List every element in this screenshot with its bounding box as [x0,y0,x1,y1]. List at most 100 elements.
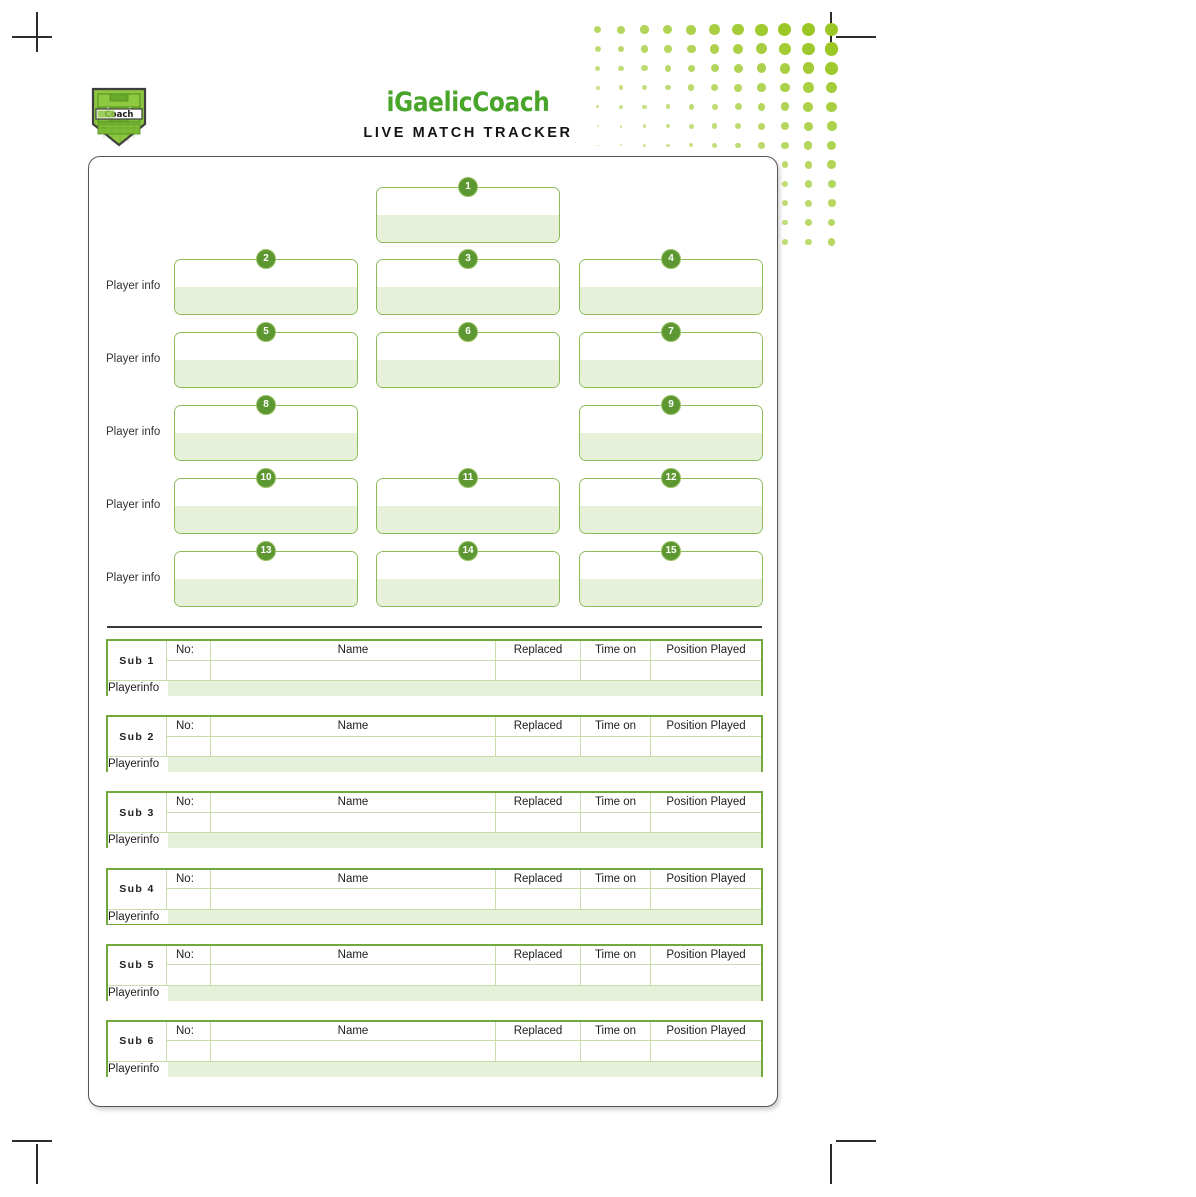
halftone-dot [665,124,670,129]
player-slot-info-field[interactable] [377,506,559,533]
sub-no-input[interactable] [167,965,210,985]
halftone-dot [734,103,742,111]
halftone-dot [779,62,791,74]
sub-replaced-input[interactable] [496,661,580,681]
sub-time-on-input[interactable] [581,737,650,757]
sub-position-input[interactable] [651,661,761,681]
substitute-player-info-band[interactable]: Playerinfo [108,908,761,925]
halftone-dot [801,42,815,56]
player-slot-info-field[interactable] [175,287,357,314]
halftone-dot [824,22,839,37]
player-slot-info-field[interactable] [580,360,762,387]
sub-position-input[interactable] [651,737,761,757]
player-slot-info-field[interactable] [175,579,357,606]
player-slot-info-field[interactable] [175,360,357,387]
halftone-dot [688,123,694,129]
halftone-dot [733,63,743,73]
sub-no-input[interactable] [167,737,210,757]
player-slot-info-field[interactable] [377,215,559,242]
player-slot-6[interactable] [376,332,560,388]
halftone-dot [827,199,836,208]
player-slot-info-field[interactable] [580,506,762,533]
player-slot-info-field[interactable] [580,287,762,314]
sub-name-input[interactable] [211,813,495,833]
sub-replaced-input[interactable] [496,737,580,757]
halftone-dot [735,142,741,149]
sub-time-on-input[interactable] [581,965,650,985]
halftone-dot [826,121,837,132]
halftone-dot [596,105,600,109]
player-info-label: Player info [106,572,161,584]
sub-name-header: Name [211,1022,495,1042]
sub-time-on-input[interactable] [581,661,650,681]
sub-time-on-input[interactable] [581,813,650,833]
crop-mark-top-left-horizontal [12,36,52,38]
sub-no-input[interactable] [167,661,210,681]
sub-name-input[interactable] [211,965,495,985]
sub-position-header: Position Played [651,1022,761,1042]
substitute-player-info-band[interactable]: Playerinfo [108,756,761,772]
halftone-dot [805,238,812,246]
player-slot-7[interactable] [579,332,763,388]
section-divider [107,626,762,628]
halftone-dot [665,84,671,91]
sub-time-on-input[interactable] [581,1041,650,1061]
halftone-dot [593,25,602,34]
substitute-player-info-band[interactable]: Playerinfo [108,1060,761,1077]
halftone-dot [781,141,789,150]
sub-name-column: Name [211,717,496,757]
halftone-dot [781,200,788,207]
sub-no-header: No: [167,641,210,661]
halftone-dot [640,25,649,34]
sub-no-input[interactable] [167,1041,210,1061]
substitute-player-info-band[interactable]: Playerinfo [108,984,761,1001]
player-slot-info-field[interactable] [377,287,559,314]
sub-replaced-header: Replaced [496,1022,580,1042]
substitute-player-info-band[interactable]: Playerinfo [108,832,761,849]
sub-no-input[interactable] [167,889,210,909]
sub-no-input[interactable] [167,813,210,833]
sub-name-input[interactable] [211,889,495,909]
player-slot-info-field[interactable] [377,579,559,606]
substitute-player-info-band[interactable]: Playerinfo [108,680,761,696]
sub-position-input[interactable] [651,813,761,833]
player-slot-2[interactable] [174,259,358,315]
halftone-dot [596,144,599,147]
halftone-dot [595,65,601,71]
player-slot-info-field[interactable] [175,433,357,460]
substitute-player-info-label: Playerinfo [108,681,168,696]
player-number-badge-9: 9 [661,395,681,415]
halftone-dot [643,144,646,147]
sub-time-on-input[interactable] [581,889,650,909]
halftone-dot [712,143,718,148]
sub-replaced-input[interactable] [496,813,580,833]
sub-replaced-input[interactable] [496,1041,580,1061]
sub-position-input[interactable] [651,965,761,985]
player-slot-13[interactable] [174,551,358,607]
sub-name-input[interactable] [211,1041,495,1061]
player-slot-info-field[interactable] [580,579,762,606]
sub-name-input[interactable] [211,661,495,681]
player-number-badge-4: 4 [661,249,681,269]
player-slot-info-field[interactable] [175,506,357,533]
brand-title: iGaelicCoach [386,87,550,118]
sub-replaced-input[interactable] [496,889,580,909]
sub-name-column: Name [211,793,496,833]
sub-time-on-column: Time on [581,869,651,909]
player-slot-12[interactable] [579,478,763,534]
substitute-label: Sub 3 [108,793,167,833]
sub-name-input[interactable] [211,737,495,757]
sub-no-header: No: [167,1022,210,1042]
player-slot-info-field[interactable] [580,433,762,460]
sub-replaced-column: Replaced [496,641,581,680]
player-slot-info-field[interactable] [377,360,559,387]
player-number-badge-6: 6 [458,322,478,342]
sub-position-input[interactable] [651,889,761,909]
sub-position-input[interactable] [651,1041,761,1061]
halftone-dot [642,124,647,128]
sub-position-column: Position Played [651,717,761,756]
halftone-dot [618,65,624,71]
sub-replaced-input[interactable] [496,965,580,985]
